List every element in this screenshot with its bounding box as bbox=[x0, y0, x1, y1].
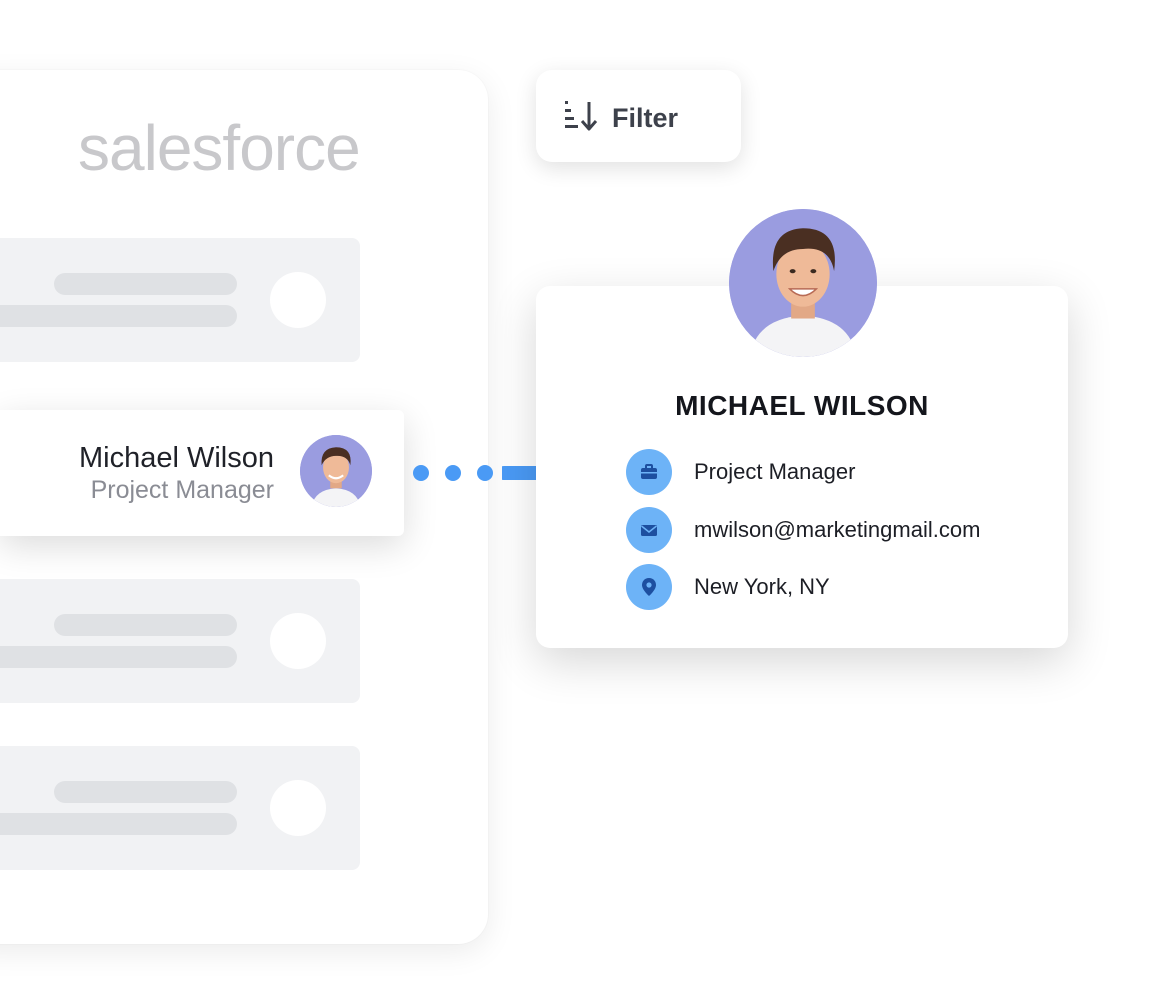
placeholder-avatar bbox=[270, 780, 326, 836]
placeholder-bar bbox=[54, 614, 237, 636]
placeholder-row bbox=[0, 238, 360, 362]
envelope-icon bbox=[626, 507, 672, 553]
connector-dot bbox=[413, 465, 429, 481]
connector-dot bbox=[477, 465, 493, 481]
placeholder-bar bbox=[54, 781, 237, 803]
placeholder-avatar bbox=[270, 272, 326, 328]
detail-text: mwilson@marketingmail.com bbox=[694, 517, 981, 542]
placeholder-bar bbox=[54, 273, 237, 295]
placeholder-row bbox=[0, 579, 360, 703]
briefcase-icon bbox=[626, 449, 672, 495]
avatar bbox=[300, 435, 372, 507]
contact-role: Project Manager bbox=[90, 476, 274, 504]
contact-name: Michael Wilson bbox=[79, 442, 274, 474]
profile-name: MICHAEL WILSON bbox=[675, 390, 929, 421]
connector-dot bbox=[445, 465, 461, 481]
salesforce-logo: salesforce bbox=[78, 112, 361, 184]
placeholder-bar bbox=[0, 646, 237, 668]
location-pin-icon bbox=[626, 564, 672, 610]
placeholder-bar bbox=[0, 813, 237, 835]
detail-text: New York, NY bbox=[694, 574, 830, 599]
contact-row[interactable]: Michael Wilson Project Manager bbox=[0, 410, 404, 536]
filter-label: Filter bbox=[612, 103, 679, 133]
placeholder-avatar bbox=[270, 613, 326, 669]
sort-descending-icon bbox=[565, 101, 598, 131]
profile-avatar bbox=[729, 209, 877, 357]
placeholder-bar bbox=[0, 305, 237, 327]
filter-button[interactable]: Filter bbox=[536, 70, 741, 162]
placeholder-row bbox=[0, 746, 360, 870]
detail-text: Project Manager bbox=[694, 459, 856, 484]
